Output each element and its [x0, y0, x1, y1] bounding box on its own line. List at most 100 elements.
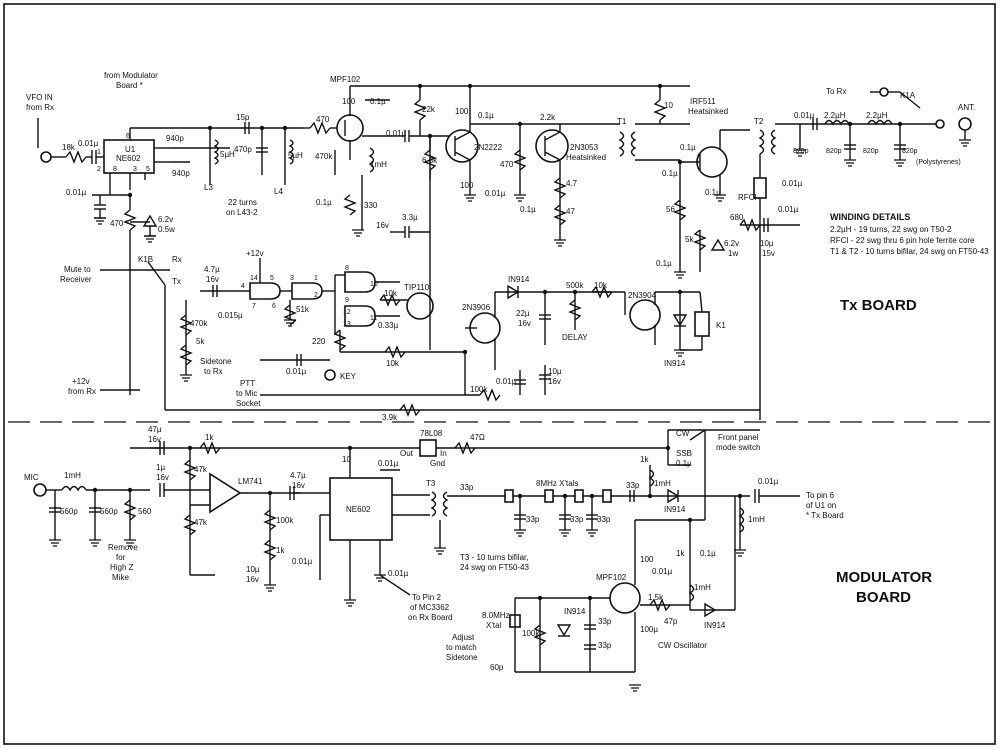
t1-label: T1 — [617, 117, 627, 126]
in914d-label: IN914 — [564, 607, 586, 616]
remove-label-4: Mike — [112, 573, 129, 582]
l3-label: L3 — [204, 183, 213, 192]
winding-title: WINDING DETAILS — [830, 212, 910, 222]
remove-label-2: for — [116, 553, 126, 562]
c-001f: 0.01µ — [778, 205, 799, 214]
pin-12: 12 — [343, 309, 351, 316]
c-01b: 0.1µ — [316, 198, 332, 207]
l-5uh-b: 5µH — [288, 151, 303, 160]
c-47ua: 47µ — [148, 425, 162, 434]
plus12-a: +12v — [246, 249, 264, 258]
c-001h: 0.01µ — [286, 367, 307, 376]
pin-14: 14 — [250, 275, 258, 282]
u1-pin3: 3 — [133, 166, 137, 173]
c-001k: 0.01µ — [292, 557, 313, 566]
mod-board-title-1: MODULATOR — [836, 569, 932, 586]
mpf102-cw — [609, 582, 641, 614]
tip110-label: TIP110 — [404, 283, 430, 292]
pin-6: 6 — [272, 303, 276, 310]
u-78l08: 78L08 — [420, 429, 443, 438]
u1-pin2: 2 — [97, 166, 101, 173]
l-1mhb: 1mH — [64, 471, 81, 480]
mic-label: MIC — [24, 473, 39, 482]
reg-in-label: In — [440, 449, 447, 458]
in914a-label: IN914 — [508, 275, 530, 284]
rx-contact-label: Rx — [172, 255, 182, 264]
v-16d: 16v — [548, 377, 561, 386]
r-18k: 18k — [62, 143, 76, 152]
pin-8: 8 — [345, 265, 349, 272]
l-22a: 2.2µH — [824, 111, 846, 120]
t2-label: T2 — [754, 117, 764, 126]
v-16g: 16v — [292, 481, 305, 490]
r-47a: 4.7 — [566, 179, 578, 188]
r-470k: 470k — [315, 152, 333, 161]
c-33ph: 33p — [598, 641, 612, 650]
r-10-mod: 10 — [342, 455, 351, 464]
q-2n2222-label: 2N2222 — [474, 143, 503, 152]
to-pin6-label-2: of U1 on — [806, 501, 836, 510]
c-15p: 15p — [236, 113, 250, 122]
r-100-osc: 100 — [640, 555, 654, 564]
c-001b: 0.01µ — [66, 188, 87, 197]
mute-label-1: Mute to — [64, 265, 91, 274]
pin-11: 11 — [370, 315, 377, 322]
mod-board-title-2: BOARD — [856, 589, 911, 606]
ptt-label-3: Socket — [236, 399, 261, 408]
opamp-lm741 — [209, 472, 242, 514]
adjust-label-3: Sidetone — [446, 653, 478, 662]
r-470a: 470 — [316, 115, 330, 124]
irf511-label: IRF511 — [690, 97, 716, 106]
pin-13: 13 — [343, 321, 351, 328]
adjust-label-2: to match — [446, 643, 477, 652]
r-47b: 47 — [566, 207, 575, 216]
c-001e: 0.01µ — [782, 179, 803, 188]
heatsink-label: Heatsinked — [566, 153, 606, 162]
v-16a: 16v — [376, 221, 389, 230]
r-470b: 470 — [110, 219, 124, 228]
l-22b: 2.2µH — [866, 111, 888, 120]
vfo-label: VFO IN — [26, 93, 53, 102]
q-2n3053-label: 2N3053 — [570, 143, 599, 152]
u1-ref: U1 — [125, 145, 136, 154]
c-47ub: 4.7µ — [290, 471, 306, 480]
mpf102b-label: MPF102 — [596, 573, 627, 582]
c-820d: 820p — [902, 148, 918, 155]
pin-4: 4 — [241, 283, 245, 290]
sidetone-label-2: to Rx — [204, 367, 223, 376]
k1a-label: K1A — [900, 91, 916, 100]
l4-label: L4 — [274, 187, 283, 196]
to-pin2-label-3: on Rx Board — [408, 613, 452, 622]
r-1kc: 1k — [640, 455, 649, 464]
r-39k: 3.9k — [382, 413, 398, 422]
r-47kb: 47k — [194, 518, 208, 527]
u1-pin5: 5 — [146, 166, 150, 173]
u1-pin6: 6 — [126, 133, 130, 140]
r-680: 680 — [730, 213, 744, 222]
q-2n3053 — [535, 129, 569, 163]
delay-label: DELAY — [562, 333, 588, 342]
c-33pa: 33p — [460, 483, 474, 492]
c-10u: 10µ — [760, 239, 774, 248]
c-01h: 0.1µ — [676, 459, 692, 468]
winding-line-1: 2.2µH - 19 turns, 22 swg on T50-2 — [830, 225, 952, 234]
c-33pb: 33p — [526, 515, 540, 524]
rfc1-label: RFCI — [738, 193, 757, 202]
r-100b: 100 — [455, 107, 469, 116]
c-001l: 0.01µ — [388, 569, 409, 578]
r-100c: 100 — [460, 181, 474, 190]
t3-note-1: T3 - 10 turns bifilar, — [460, 553, 528, 562]
front-panel-label-1: Front panel — [718, 433, 759, 442]
r-1kd: 1k — [676, 549, 685, 558]
c-0015: 0.015µ — [218, 311, 243, 320]
c-033: 0.33µ — [378, 321, 399, 330]
q-irf511 — [696, 146, 728, 178]
z-62b: 6.2v — [724, 239, 739, 248]
to-pin6-label-1: To pin 6 — [806, 491, 835, 500]
ptt-label-1: PTT — [240, 379, 255, 388]
q-2n2222 — [445, 129, 479, 163]
r-5kb: 5k — [196, 337, 205, 346]
c-560a: 560p — [60, 507, 78, 516]
r-22k: 22k — [422, 105, 436, 114]
ground-symbols — [49, 139, 971, 692]
